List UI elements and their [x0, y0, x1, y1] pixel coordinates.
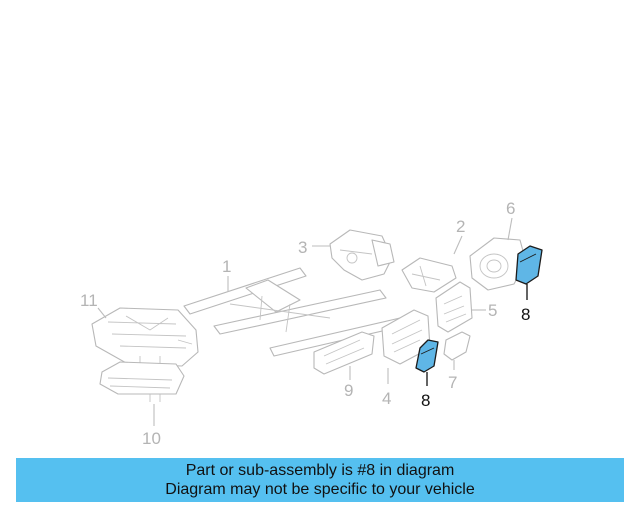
part-1-seat-track	[183, 267, 405, 357]
part-8-highlight-right	[515, 245, 543, 285]
part-5-switch-assembly	[435, 281, 473, 333]
parts-diagram: 1 2 3 4 5 6 7 8 8 9 10 11	[80, 199, 543, 448]
leader-lines	[97, 217, 528, 426]
part-11-seat-pan	[91, 307, 199, 367]
banner-line-1: Part or sub-assembly is #8 in diagram	[185, 462, 455, 479]
callout-3: 3	[298, 238, 307, 257]
callout-1: 1	[222, 257, 231, 276]
part-4-switch-housing	[381, 309, 431, 365]
part-9-trim-bezel	[313, 331, 375, 375]
part-2-switch-bracket	[401, 257, 457, 293]
part-7-knob-cover	[443, 331, 471, 361]
callout-7: 7	[448, 373, 457, 392]
callout-6: 6	[506, 199, 515, 218]
callout-8-left: 8	[421, 391, 430, 410]
callout-11: 11	[80, 291, 98, 310]
callout-9: 9	[344, 381, 353, 400]
banner-line-2: Diagram may not be specific to your vehi…	[165, 481, 475, 498]
callout-2: 2	[456, 217, 465, 236]
callout-5: 5	[488, 301, 497, 320]
part-10-control-module	[99, 361, 185, 402]
info-banner: Part or sub-assembly is #8 in diagram Di…	[16, 458, 624, 502]
part-3-motor-bracket	[329, 229, 395, 281]
callout-10: 10	[142, 429, 161, 448]
callout-8-right: 8	[521, 305, 530, 324]
part-8-highlight-left	[415, 339, 439, 373]
callout-4: 4	[382, 389, 391, 408]
